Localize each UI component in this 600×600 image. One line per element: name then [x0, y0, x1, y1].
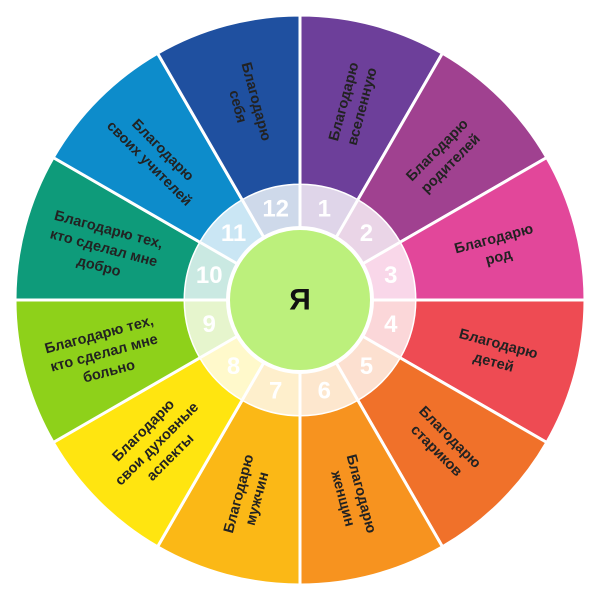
- segment-number-1: 1: [318, 196, 331, 223]
- segment-number-11: 11: [221, 220, 246, 247]
- ring-divider: [361, 241, 401, 266]
- segment-number-4: 4: [384, 311, 398, 338]
- segment-number-7: 7: [269, 377, 282, 404]
- segment-number-9: 9: [203, 311, 216, 338]
- ring-divider: [361, 334, 401, 359]
- segment-number-5: 5: [360, 353, 373, 380]
- segment-number-10: 10: [196, 262, 223, 289]
- segment-number-2: 2: [360, 220, 373, 247]
- ring-divider: [334, 361, 359, 401]
- segment-number-12: 12: [262, 196, 289, 223]
- ring-divider: [199, 241, 239, 266]
- ring-divider: [334, 199, 359, 239]
- segment-label-line: род: [484, 246, 514, 268]
- segment-number-3: 3: [384, 262, 397, 289]
- segment-12: [155, 13, 302, 203]
- ring-divider: [241, 361, 266, 401]
- center-label: Я: [289, 284, 311, 317]
- ring-divider: [199, 334, 239, 359]
- center-circle: [226, 226, 374, 374]
- segments-layer: [13, 13, 587, 587]
- segment-number-8: 8: [227, 353, 240, 380]
- segment-number-6: 6: [318, 377, 331, 404]
- ring-divider: [241, 199, 266, 239]
